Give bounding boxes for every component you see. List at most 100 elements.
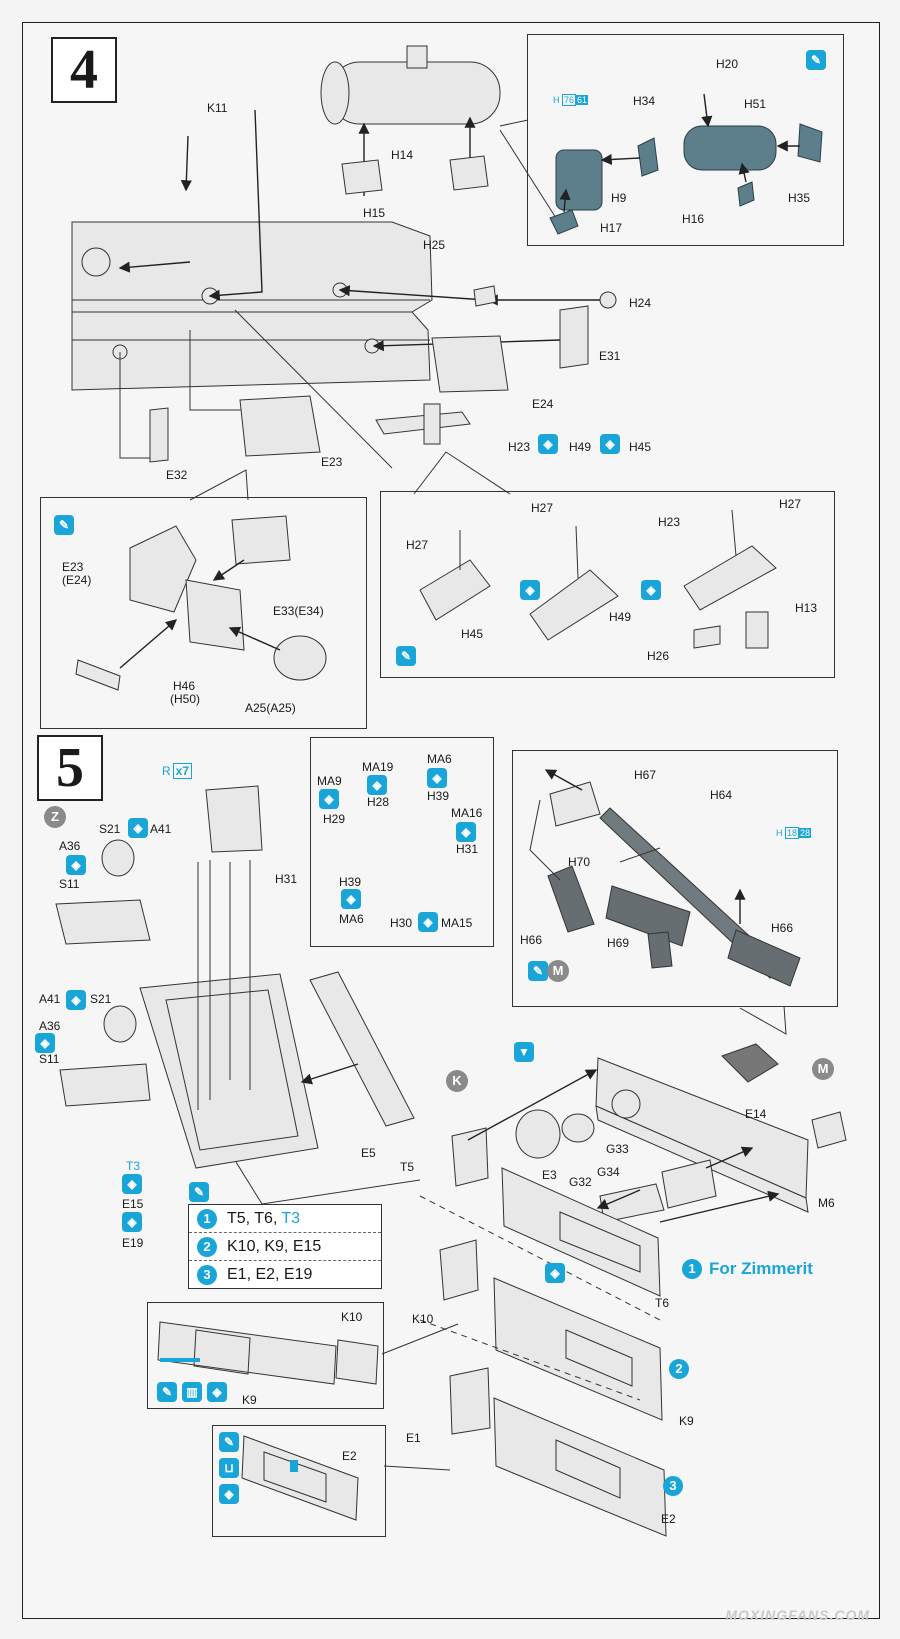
option-icon: ◈ [456,822,476,842]
part-label: H66 [520,933,543,947]
texture-icon: ▥ [182,1382,202,1402]
muffler-drawing [320,45,501,196]
muffler-inset-drawing [549,93,823,235]
part-label: H15 [363,206,386,220]
option-icon: ◈ [66,990,86,1010]
glue-icon: ✎ [157,1382,177,1402]
part-label: H30 [390,916,413,930]
option-icon: ◈ [600,434,620,454]
e2-inset-drawing [241,1435,451,1521]
part-label: MA9 [317,774,342,788]
step-badge: 2 [197,1236,217,1257]
part-label: A41 [39,992,61,1006]
table-cell: K10, K9, E15 [227,1237,322,1255]
part-label: H70 [568,855,591,869]
part-label: H39 [339,875,362,889]
table-cell-highlight: T3 [281,1209,301,1227]
k9-inset-drawing [157,1321,459,1385]
part-label: H34 [633,94,656,108]
step-badge: 3 [197,1264,217,1285]
step-badge-2: 2 [669,1359,689,1379]
option-icon: ◈ [367,775,387,795]
part-label: H23 [508,440,531,454]
mg-inset-box [512,750,838,1007]
glue-icon: ✎ [396,646,416,666]
part-label: E24 [532,397,554,411]
option-icon: ◈ [538,434,558,454]
mount-inset-box [40,497,367,729]
part-label: H35 [788,191,811,205]
part-label: H26 [647,649,670,663]
part-label: E2 [342,1449,357,1463]
part-label: H46 [173,679,196,693]
option-icon: ◈ [35,1033,55,1053]
option-icon: ◈ [341,889,361,909]
part-label: H27 [779,497,802,511]
glue-icon: ✎ [189,1182,209,1202]
part-label: M6 [818,1196,835,1210]
part-label: MA19 [362,760,394,774]
part-label: E23 [62,560,84,574]
part-label: A36 [59,839,81,853]
option-icon: ◈ [66,855,86,875]
table-row: 1 T5, T6, T3 [189,1205,381,1233]
part-label: (H50) [170,692,201,706]
parts-table: 1 T5, T6, T3 2 K10, K9, E15 3 E1, E2, E1… [188,1204,382,1289]
part-label: G32 [569,1175,592,1189]
part-label: MA15 [441,916,473,930]
option-icon: ◈ [545,1263,565,1283]
glue-icon: ✎ [528,961,548,981]
part-label: H31 [456,842,479,856]
step-badge-3: 3 [663,1476,683,1496]
part-label: H66 [771,921,794,935]
fill-icon: ⊔ [219,1458,239,1478]
part-label: H45 [629,440,652,454]
part-label: K10 [412,1312,434,1326]
part-label: H64 [710,788,733,802]
zimmerit-note: For Zimmerit [709,1259,813,1278]
part-label: K9 [679,1414,694,1428]
part-label: H9 [611,191,627,205]
part-label: K9 [242,1393,257,1407]
table-cell: E1, E2, E19 [227,1265,313,1283]
part-label: E23 [321,455,343,469]
muffler-inset-box [527,34,844,246]
part-label: H14 [391,148,414,162]
step-number-5: 5 [37,735,103,801]
part-label: E14 [745,1107,767,1121]
glue-icon: ✎ [54,515,74,535]
option-icon: ◈ [520,580,540,600]
option-icon: ◈ [122,1212,142,1232]
table-row: 2 K10, K9, E15 [189,1233,381,1261]
part-label: S11 [39,1052,60,1066]
part-label: H29 [323,812,346,826]
metal-parts-inset-box [310,737,494,947]
part-label: H24 [629,296,652,310]
part-label: T5 [400,1160,415,1174]
option-icon: ◈ [427,768,447,788]
part-label: H28 [367,795,390,809]
part-label: H69 [607,936,630,950]
table-row: 3 E1, E2, E19 [189,1261,381,1288]
part-label: H13 [795,601,818,615]
part-label: T3 [126,1159,141,1173]
part-label: A25(A25) [245,701,296,715]
bracket-inset-drawing [419,509,777,649]
part-label: H27 [406,538,429,552]
part-label: E15 [122,1197,144,1211]
part-label: (E24) [62,573,92,587]
part-label: H23 [658,515,681,529]
part-label: S21 [90,992,112,1006]
part-label: K10 [341,1310,363,1324]
mount-inset-drawing [75,515,327,691]
part-label: H67 [634,768,657,782]
glue-icon: ✎ [806,50,826,70]
drill-icon: ▼ [514,1042,534,1062]
paint-m-icon: M [812,1058,834,1080]
option-icon: ◈ [128,818,148,838]
step-number-4: 4 [51,37,117,103]
part-label: G34 [597,1165,620,1179]
